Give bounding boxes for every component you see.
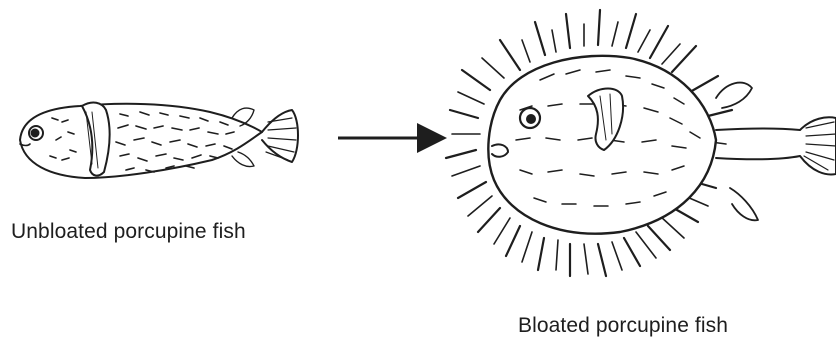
- bloated-porcupine-fish-icon: [446, 10, 836, 276]
- unbloated-fish-caption: Unbloated porcupine fish: [11, 220, 246, 244]
- bloated-fish-caption: Bloated porcupine fish: [518, 314, 728, 338]
- unbloated-porcupine-fish-icon: [20, 103, 298, 178]
